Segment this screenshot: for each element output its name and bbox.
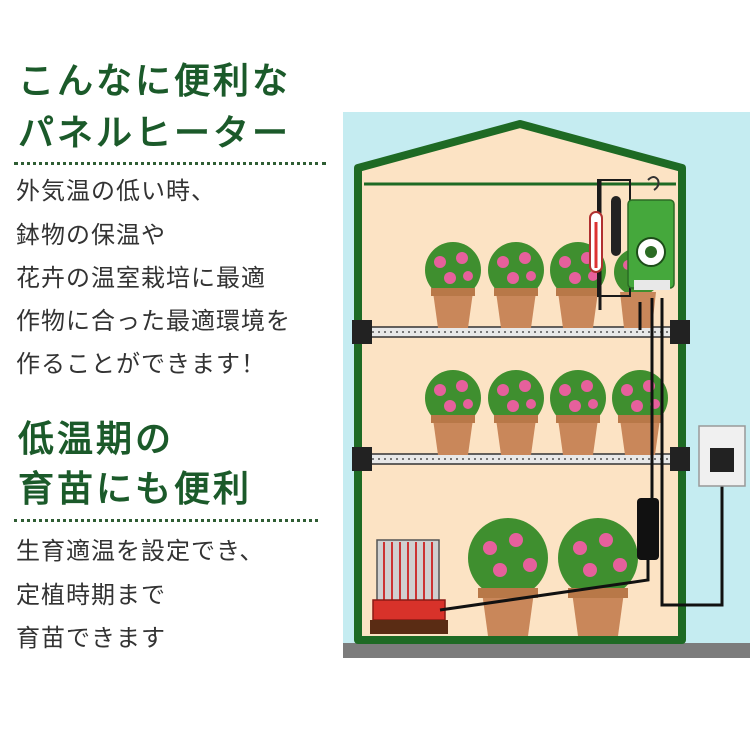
plug-adapter — [637, 498, 659, 560]
cable — [660, 298, 724, 607]
shelf-top — [352, 320, 690, 344]
plant-pot — [558, 518, 638, 636]
body-line: 鉢物の保温や — [16, 221, 166, 249]
plant-pot — [550, 370, 606, 455]
cable — [439, 560, 650, 612]
plant-pot — [425, 242, 481, 328]
subtitle-line-1: 低温期の — [18, 419, 175, 460]
divider-dots — [14, 162, 326, 165]
subtitle-line-2: 育苗にも便利 — [18, 469, 253, 510]
panel-heater — [370, 539, 448, 634]
greenhouse-frame — [354, 120, 686, 644]
plant-pot — [550, 242, 606, 328]
plant-pot — [488, 242, 544, 328]
body-line: 定植時期まで — [16, 581, 166, 609]
title-line-1: こんなに便利な — [18, 61, 292, 102]
ground-strip — [343, 643, 750, 658]
plant-pot — [425, 370, 481, 455]
plant-pot — [468, 518, 548, 636]
body-line: 作ることができます！ — [16, 350, 266, 378]
body-line: 花卉の温室栽培に最適 — [16, 264, 266, 292]
thermostat-controller — [589, 176, 675, 310]
divider-dots — [14, 519, 318, 522]
plant-pot — [488, 370, 544, 455]
body-line: 外気温の低い時、 — [16, 177, 216, 205]
title-line-2: パネルヒーター — [18, 113, 292, 154]
body-line: 作物に合った最適環境を — [16, 307, 291, 335]
body-line: 育苗できます — [16, 624, 166, 652]
wall-outlet — [698, 425, 746, 487]
body-line: 生育適温を設定でき、 — [16, 537, 265, 565]
